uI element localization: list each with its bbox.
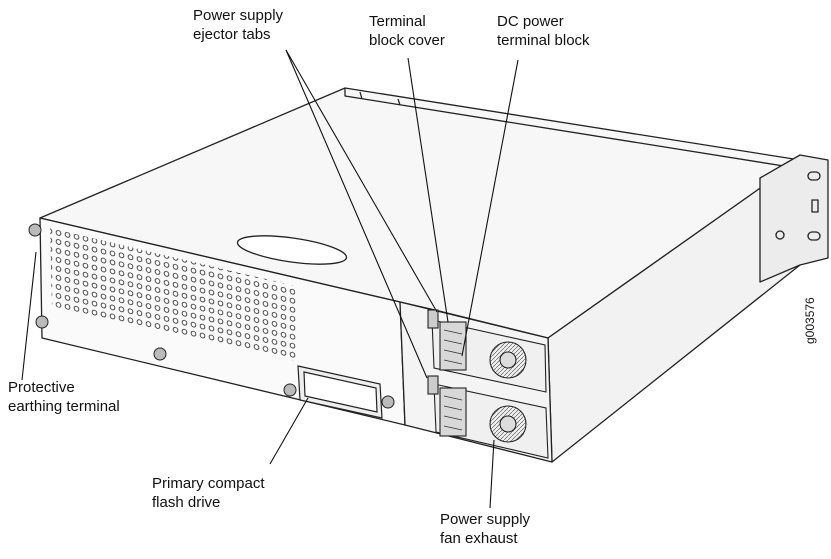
figure-id: g003576 [803,297,817,344]
screw [153,347,167,361]
label-ejector-tabs: Power supply ejector tabs [193,7,284,43]
label-terminal-cover: Terminal block cover [369,13,445,49]
leader-earthing [21,251,37,381]
label-dc-terminal: DC power terminal block [497,13,590,49]
screw [35,315,49,329]
label-fan-exhaust: Power supply fan exhaust [440,511,531,547]
leader-dc-terminal [461,59,519,357]
rack-ear [759,154,829,283]
leader-flash [269,397,309,465]
screw [283,383,297,397]
label-earthing: Protective earthing terminal [8,379,120,415]
screw [381,395,395,409]
leader-ejector-2 [285,49,428,379]
top-oval [236,235,348,265]
label-flash-drive: Primary compact flash drive [152,475,265,511]
leader-terminal-cover [407,57,449,323]
screw [28,223,42,237]
leader-ejector-1 [285,49,438,313]
vent-grid [50,228,297,362]
leader-fan-exhaust [489,439,495,509]
